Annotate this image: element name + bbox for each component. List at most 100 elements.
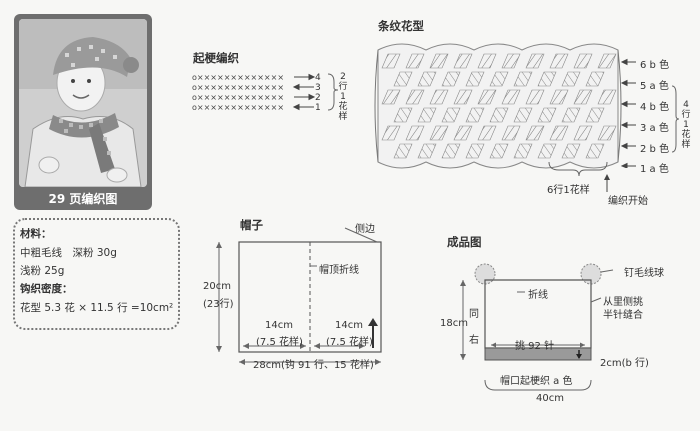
finished-height-label: 18cm: [440, 318, 468, 329]
stitch-block: [525, 53, 545, 69]
svg-text:o×××××××××××××: o×××××××××××××: [192, 83, 284, 92]
stitch-block: [489, 107, 509, 123]
stitch-block: [525, 125, 545, 141]
gauge-heading: 钩织密度：: [20, 283, 73, 295]
stripe-color-1: 1 a 色: [640, 164, 669, 175]
hat-side-label: 侧边: [355, 224, 375, 235]
stitch-block: [561, 143, 581, 159]
stitch-block: [405, 89, 425, 105]
stitch-block: [429, 89, 449, 105]
stitch-block: [477, 53, 497, 69]
stripe-chart: [374, 43, 622, 169]
stitch-block: [441, 107, 461, 123]
stitch-block: [537, 107, 557, 123]
stitch-block: [549, 89, 569, 105]
hat-left-width: 14cm: [265, 320, 293, 331]
child-photo-illustration: [19, 19, 147, 187]
foundation-chart: o××××××××××××× o××××××××××××× o×××××××××…: [192, 73, 339, 112]
stitch-block: [513, 107, 533, 123]
hat-fold-label: 帽顶折线: [319, 265, 359, 276]
child-photo: [19, 19, 147, 187]
stitch-block: [573, 89, 593, 105]
stitch-block: [489, 143, 509, 159]
stitch-block: [513, 143, 533, 159]
hat-height-label: 20cm: [203, 281, 231, 292]
svg-text:o×××××××××××××: o×××××××××××××: [192, 103, 284, 112]
svg-text:o×××××××××××××: o×××××××××××××: [192, 93, 284, 102]
stitch-block: [513, 71, 533, 87]
stitch-block: [393, 143, 413, 159]
stripe-bottom-repeat: 6行1花样: [547, 185, 590, 196]
stitch-block: [405, 125, 425, 141]
material-heading: 材料：: [20, 228, 52, 240]
stitch-block: [429, 125, 449, 141]
stitch-block: [501, 89, 521, 105]
hat-right-pattern: (7.5 花样): [326, 337, 373, 348]
finished-same-label-2: 右: [469, 335, 479, 346]
foundation-title: 起梗编织: [193, 51, 239, 65]
foundation-row-1: 1: [315, 103, 321, 113]
stitch-block: [453, 89, 473, 105]
stitch-block: [393, 107, 413, 123]
stitch-block: [585, 71, 605, 87]
stitch-block: [477, 89, 497, 105]
stripe-start-label: 编织开始: [608, 196, 648, 207]
stitch-block: [441, 71, 461, 87]
finished-diagram: [460, 263, 614, 391]
stitch-block: [549, 125, 569, 141]
stitch-block: [597, 125, 617, 141]
material-line-2: 浅粉 25g: [20, 265, 65, 277]
photo-card: 29 页编织图: [14, 14, 152, 210]
finished-width-label: 40cm: [536, 393, 564, 404]
stripe-title: 条纹花型: [378, 19, 424, 33]
stripe-color-2: 2 b 色: [640, 144, 670, 155]
finished-band-label: 2cm(b 行): [600, 358, 649, 369]
stitch-block: [597, 89, 617, 105]
foundation-row-3: 3: [315, 83, 321, 93]
hat-title: 帽子: [240, 218, 263, 232]
stitch-block: [573, 125, 593, 141]
foundation-row-2: 2: [315, 93, 321, 103]
stripe-bottom-bracket: [548, 161, 610, 192]
stitch-block: [537, 143, 557, 159]
hat-left-pattern: (7.5 花样): [256, 337, 303, 348]
stitch-block: [573, 53, 593, 69]
stripe-color-3: 3 a 色: [640, 123, 669, 134]
stitch-block: [453, 53, 473, 69]
card-title: 29 页编织图: [48, 192, 118, 206]
stitch-block: [441, 143, 461, 159]
stripe-arrows: [620, 58, 636, 168]
stitch-block: [453, 125, 473, 141]
stitch-block: [381, 89, 401, 105]
stitch-block: [501, 125, 521, 141]
stripe-color-5: 5 a 色: [640, 81, 669, 92]
finished-same-label-1: 同: [469, 309, 479, 320]
info-box: [13, 218, 180, 330]
finished-fold-label: 折线: [528, 290, 548, 301]
stripe-color-4: 4 b 色: [640, 102, 670, 113]
finished-pick-label: 挑 92 针: [515, 341, 555, 352]
stitch-block: [381, 53, 401, 69]
material-line-1: 中粗毛线 深粉 30g: [20, 247, 117, 259]
finished-join-label-1: 从里侧挑: [603, 297, 643, 308]
finished-title: 成品图: [447, 235, 482, 249]
stripe-color-6: 6 b 色: [640, 60, 670, 71]
hat-bottom-label: 28cm(钩 91 行、15 花样): [253, 360, 374, 371]
stitch-block: [597, 53, 617, 69]
stitch-block: [477, 125, 497, 141]
finished-start-label: 帽口起梗织 a 色: [500, 376, 573, 387]
stitch-block: [465, 107, 485, 123]
stitch-block: [549, 53, 569, 69]
stitch-block: [429, 53, 449, 69]
stitch-block: [561, 71, 581, 87]
stitch-block: [417, 107, 437, 123]
stripe-repeat-bracket: [672, 85, 680, 153]
stitch-block: [417, 143, 437, 159]
stitch-block: [381, 125, 401, 141]
stitch-block: [489, 71, 509, 87]
foundation-repeat-label: 2行1花样: [338, 72, 348, 122]
stitch-block: [465, 71, 485, 87]
stitch-block: [417, 71, 437, 87]
finished-pompom-label: 钉毛线球: [624, 268, 664, 279]
foundation-row-4: 4: [315, 73, 321, 83]
